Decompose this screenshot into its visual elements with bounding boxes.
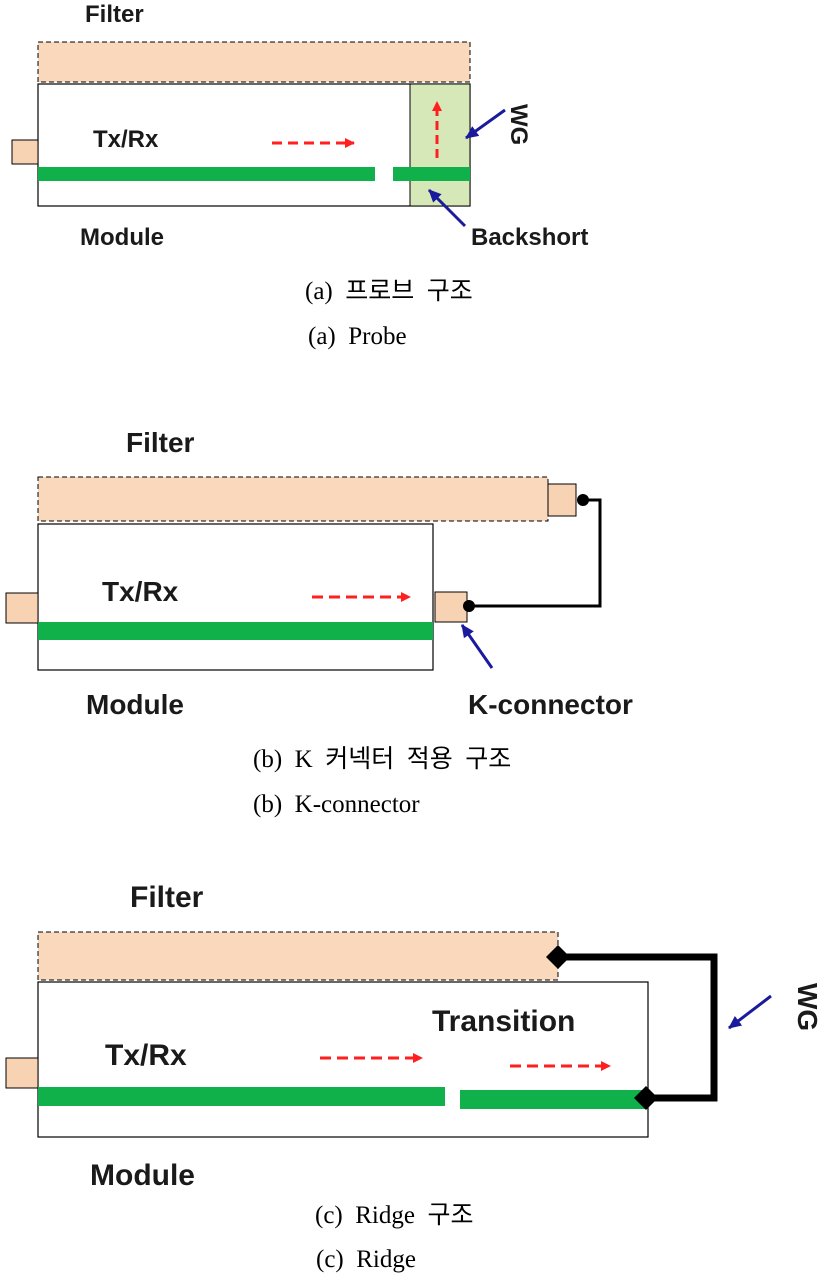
filter-block [37,476,549,522]
input-port [5,592,39,624]
module-connector-port [434,591,468,623]
caption-korean: (c) Ridge 구조 [315,1202,473,1229]
ridge-transition-line [460,1090,645,1109]
module-label: Module [86,689,184,720]
waveguide-block [409,83,471,207]
input-port [11,139,39,165]
microstrip-line [38,622,433,640]
txrx-label: Tx/Rx [93,126,159,153]
diagram-b-k-connector: Filter Tx/Rx K-connector Module (b) K 커넥… [5,427,633,818]
filter-label: Filter [85,1,144,28]
module-ridge-joint [634,1086,658,1110]
transition-label: Transition [432,1005,575,1038]
filter-block [37,931,559,981]
coaxial-cable [469,498,602,608]
caption-korean: (a) 프로브 구조 [305,278,473,305]
caption-english: (c) Ridge [316,1246,416,1273]
probe-line [393,167,470,181]
connector-pointer-arrow [460,624,494,669]
wg-pointer-arrow [465,108,506,140]
diagram-c-ridge: Filter Tx/Rx Transition WG Module (c) Ri… [5,881,823,1273]
txrx-label: Tx/Rx [105,1039,187,1072]
module-block [37,83,471,207]
microstrip-line [38,167,375,181]
module-connector-joint [463,600,475,612]
caption-english: (a) Probe [308,323,407,350]
filter-label: Filter [126,427,195,458]
txrx-label: Tx/Rx [102,576,179,607]
input-port [5,1057,39,1089]
filter-ridge-joint [546,945,570,969]
caption-korean: (b) K 커넥터 적용 구조 [253,745,511,773]
diagram-a-probe: Filter Tx/Rx WG Backshort Module (a) 프로브… [11,1,588,350]
k-connector-label: K-connector [468,689,633,720]
wg-pointer-arrow [728,994,772,1030]
filter-block [37,41,471,83]
module-label: Module [90,1159,195,1192]
caption-english: (b) K-connector [253,791,420,818]
wg-label: WG [792,983,823,1031]
wg-label: WG [505,104,532,145]
module-label: Module [80,224,164,251]
backshort-pointer-arrow [427,188,467,228]
backshort-label: Backshort [471,224,588,251]
microstrip-line [38,1087,445,1106]
filter-connector-port [547,483,577,517]
ridge-waveguide-path [558,953,718,1102]
filter-label: Filter [130,881,204,914]
filter-connector-joint [577,494,589,506]
